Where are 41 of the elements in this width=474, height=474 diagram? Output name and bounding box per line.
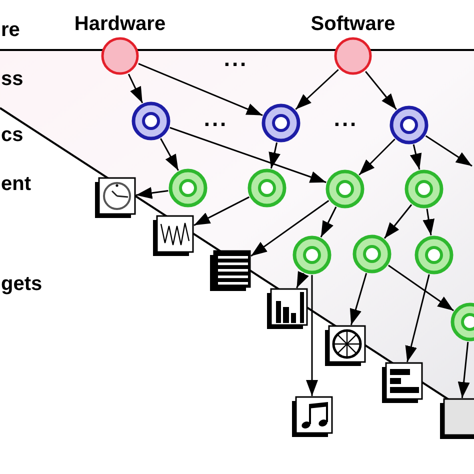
layer-label: ent	[1, 174, 31, 194]
arrow	[422, 208, 435, 236]
arrow	[384, 204, 412, 239]
arrow	[268, 142, 280, 169]
node-label: Hardware	[74, 14, 166, 34]
plain-tile	[439, 398, 474, 440]
arrow	[365, 71, 397, 110]
arrow	[136, 187, 168, 199]
zigzag-chart-icon	[152, 215, 194, 257]
arrow	[160, 138, 179, 171]
arrow	[410, 144, 422, 170]
wheel-icon	[324, 325, 366, 367]
music-note-icon	[291, 396, 333, 438]
layer-label: gets	[1, 274, 42, 294]
arrow	[350, 272, 368, 326]
node-label: Software	[310, 14, 396, 34]
layer-label: ss	[1, 69, 24, 89]
arrow	[295, 69, 339, 110]
arrow	[170, 126, 326, 184]
arrow	[388, 264, 454, 312]
layer-label: re	[1, 20, 20, 40]
arrow	[306, 275, 318, 396]
arrow	[138, 63, 263, 116]
list-icon	[209, 250, 251, 292]
arrow	[358, 138, 396, 176]
arrow	[425, 135, 472, 167]
arrow	[320, 206, 337, 238]
horizontal-bar-chart-icon	[381, 362, 423, 404]
ring-node	[450, 302, 474, 342]
arrow	[405, 274, 430, 362]
arrow	[194, 196, 250, 226]
layer-label: cs	[1, 125, 24, 145]
bar-chart-icon	[266, 288, 308, 330]
arrow	[128, 74, 144, 104]
ellipsis: ...	[224, 51, 248, 67]
clock-icon	[94, 177, 136, 219]
arrow	[458, 342, 470, 398]
arrow	[296, 270, 309, 288]
arrow	[250, 200, 330, 257]
ellipsis: ...	[334, 111, 358, 127]
ellipsis: ...	[204, 111, 228, 127]
